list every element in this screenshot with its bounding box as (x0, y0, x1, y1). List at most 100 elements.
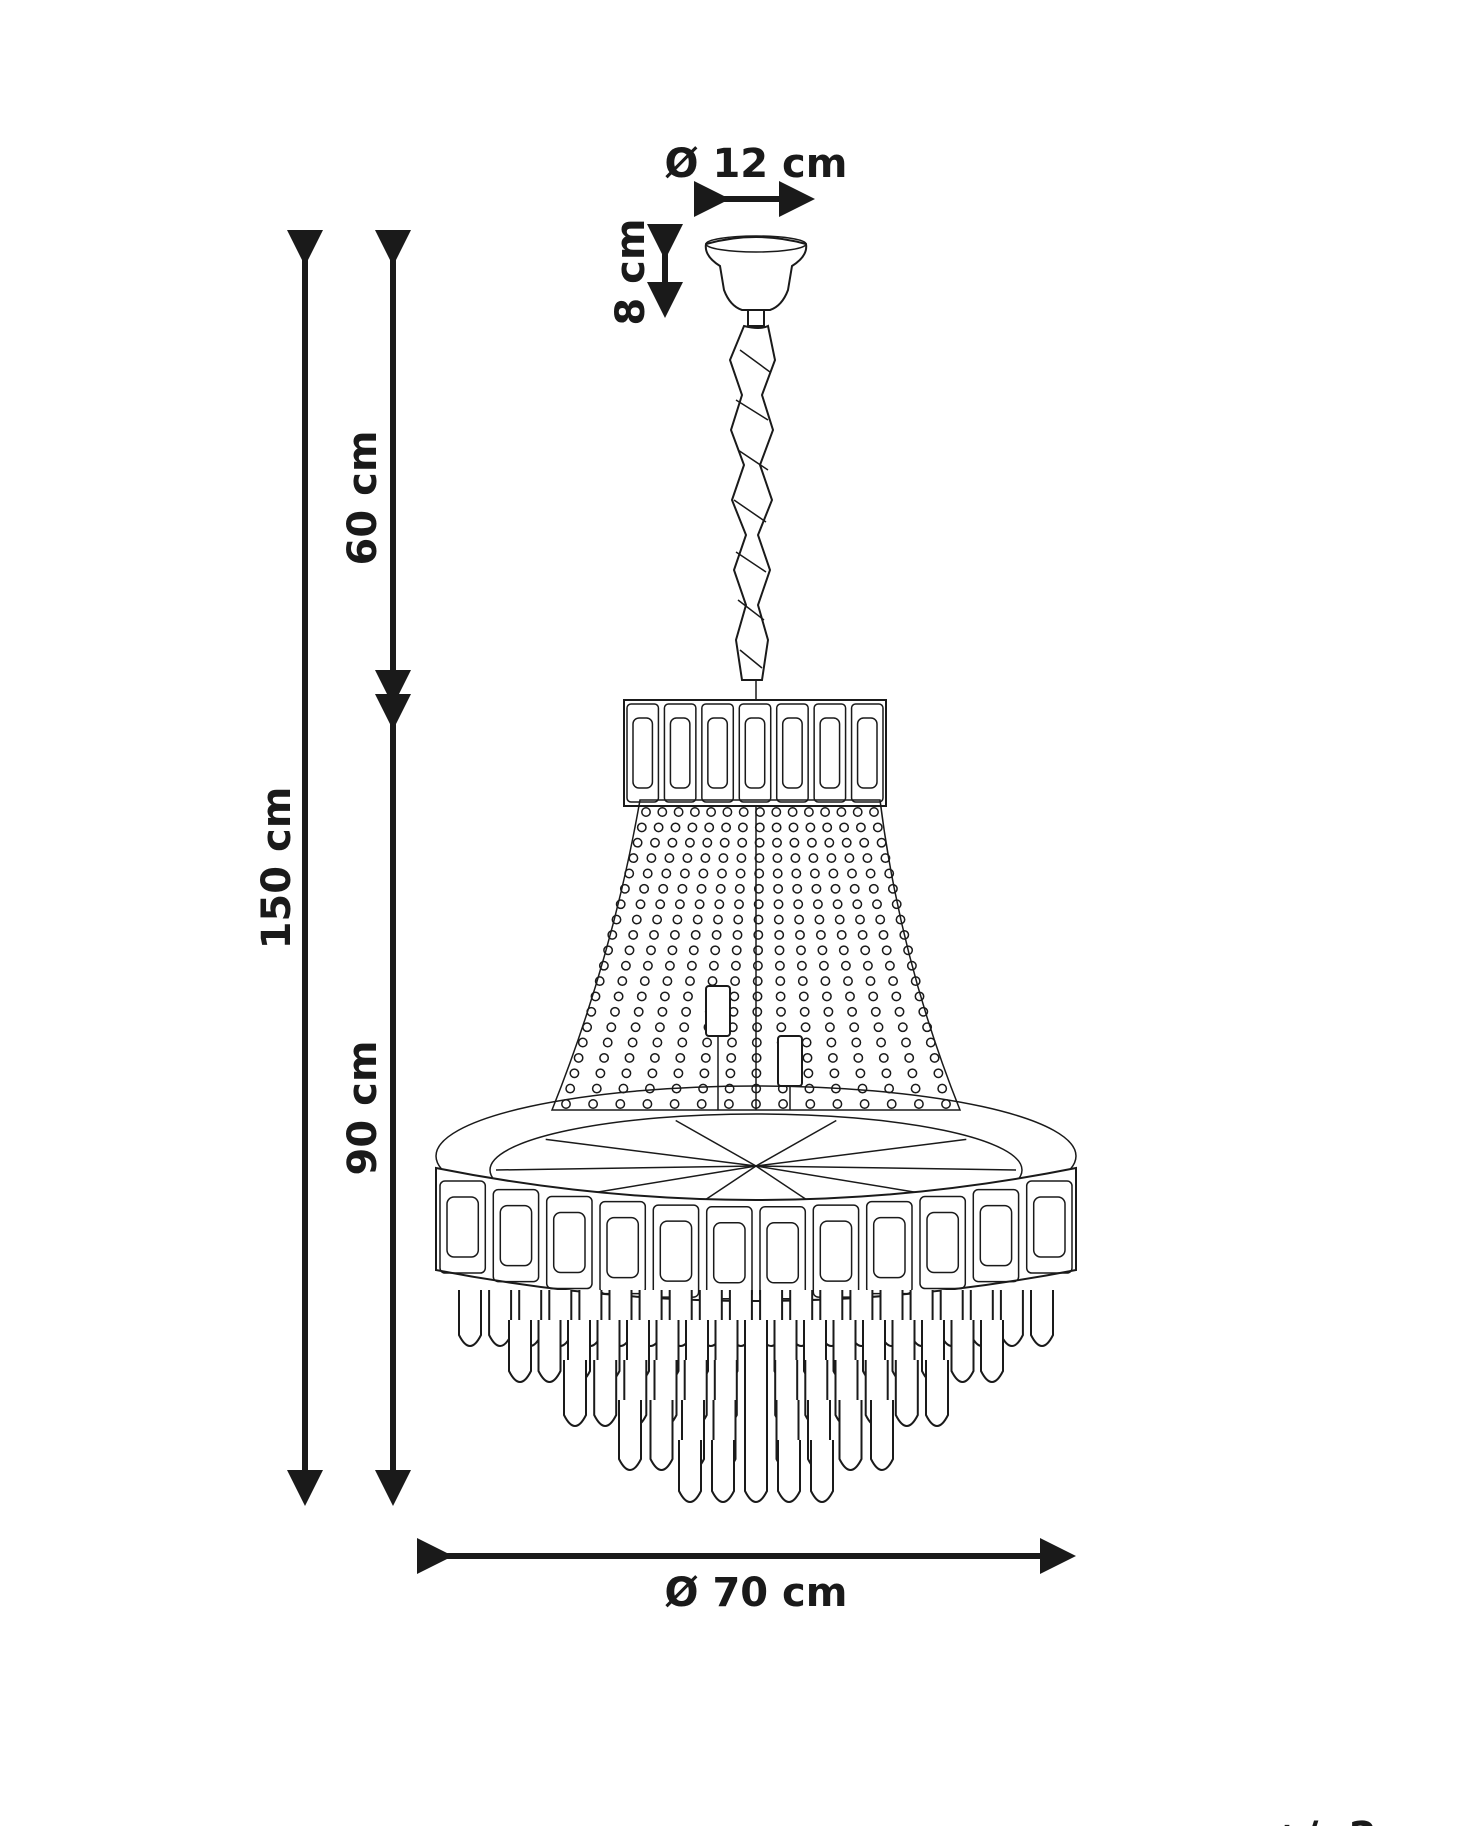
crown-frame (623, 699, 887, 807)
bead (752, 960, 763, 971)
bead (654, 1022, 665, 1033)
bead (789, 837, 800, 848)
body-height-label: 90 cm (340, 1041, 386, 1176)
bead (628, 853, 639, 864)
crown-panel-inset (856, 717, 878, 789)
dimension-labels: Ø 12 cm 8 cm 150 cm 60 cm 90 cm Ø 70 cm … (254, 141, 1456, 1826)
crystal-drop (870, 1400, 894, 1471)
canopy-diameter-label: Ø 12 cm (665, 141, 848, 187)
lower-band-panel (492, 1188, 540, 1283)
bead (875, 914, 886, 925)
bead (814, 914, 825, 925)
bead (653, 822, 664, 833)
bead (753, 929, 764, 940)
bead (853, 1052, 864, 1063)
bead (685, 976, 695, 987)
bead (860, 945, 871, 956)
bead (797, 976, 808, 987)
bead (650, 837, 660, 848)
bead (895, 914, 906, 925)
bead (751, 1037, 762, 1048)
bead (887, 883, 898, 894)
bead (753, 914, 764, 925)
bead (868, 991, 879, 1002)
crown-panel (701, 703, 735, 803)
bead (719, 837, 730, 848)
bead (881, 945, 892, 956)
bead (751, 1052, 762, 1063)
bead (832, 1099, 843, 1109)
crown-panel (738, 703, 772, 803)
lower-band-inset (979, 1204, 1013, 1267)
bead (824, 1022, 835, 1033)
bead (845, 991, 855, 1002)
lower-band-inset (766, 1222, 800, 1284)
bead (714, 899, 725, 910)
bead (613, 991, 624, 1002)
ring-spoke (545, 1138, 757, 1167)
bead (706, 807, 717, 817)
bead (736, 853, 747, 864)
bead (886, 1099, 897, 1109)
bead (790, 853, 801, 864)
candle-holder-right (777, 1035, 803, 1087)
bead (773, 883, 784, 894)
bead (615, 899, 626, 910)
bead (771, 807, 782, 817)
bead (775, 991, 786, 1002)
bead (711, 929, 722, 940)
crystal-drop (563, 1360, 587, 1427)
bead (805, 1099, 816, 1109)
tolerance-label: +/- 2 cm (1270, 1814, 1456, 1826)
ring-spoke (495, 1165, 757, 1171)
bead (573, 1052, 584, 1063)
bead (681, 1006, 692, 1017)
bead (674, 899, 685, 910)
bead (754, 868, 765, 879)
bead (692, 914, 703, 925)
bead (598, 960, 609, 971)
bead (851, 1037, 862, 1048)
bead (677, 883, 688, 894)
crystal-drop (618, 1400, 642, 1471)
bead (754, 853, 765, 864)
crystal-drop (458, 1290, 482, 1347)
bead (849, 883, 860, 894)
bead (787, 807, 798, 817)
bead (755, 807, 765, 817)
bead (700, 1052, 711, 1063)
bead (800, 1022, 811, 1033)
bead (801, 1037, 812, 1048)
cord-cover (728, 324, 777, 681)
bead (776, 1022, 787, 1033)
bead (865, 868, 876, 879)
bead (829, 1068, 840, 1079)
bead (752, 1022, 763, 1033)
bead (641, 807, 651, 817)
ring-spoke (755, 1165, 1017, 1171)
crystal-drop (894, 1360, 919, 1427)
bead (565, 1083, 576, 1094)
bead (687, 822, 698, 833)
crown-panel-inset (744, 717, 766, 789)
bead (617, 976, 628, 987)
crystal-drop (980, 1320, 1004, 1383)
bead (751, 1099, 761, 1109)
lower-band-inset (499, 1204, 533, 1267)
bead (792, 883, 803, 894)
bead (799, 1006, 810, 1017)
bead (644, 1083, 655, 1094)
total-height-label: 150 cm (254, 787, 300, 950)
bead (832, 899, 843, 910)
bead (754, 822, 765, 833)
bead (876, 1037, 887, 1048)
bead (843, 976, 853, 987)
crown-panel (663, 703, 697, 803)
bead (803, 807, 814, 817)
crown-panel-inset (632, 717, 654, 789)
bead (603, 945, 614, 956)
bead (723, 1099, 734, 1109)
bead (803, 1068, 814, 1079)
bead (899, 929, 910, 940)
bead (844, 853, 855, 864)
